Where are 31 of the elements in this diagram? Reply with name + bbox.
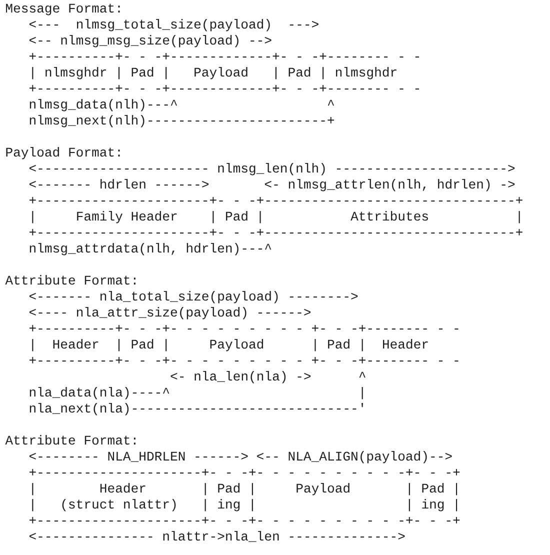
ascii-art-line: +---------------------+- - -+- - - - - - - - - -+- - -+ <box>29 516 460 524</box>
ascii-art-line: <------- nla_total_size(payload) --------> <box>29 291 358 304</box>
ascii-art-line: | Family Header | Pad | Attributes | <box>32 211 520 224</box>
ascii-art-line: <-- nlmsg_msg_size(payload) --> <box>29 35 272 48</box>
ascii-art-line: <---------------------- nlmsg_len(nlh) ----------------------> <box>29 163 515 176</box>
ascii-art-line: <-------- NLA_HDRLEN ------> <-- NLA_ALIGN(payload)--> <box>29 451 452 464</box>
ascii-art-line: nlmsg_next(nlh)-----------------------+ <box>30 115 334 128</box>
ascii-art-line: +----------+- - -+-------------+- - -+-------- - - <box>29 84 419 92</box>
ascii-art-line: | (struct nlattr) | ing | | ing | <box>32 499 458 512</box>
ascii-art-line: +----------------------+- - -+--------------------------------+ <box>29 196 522 204</box>
ascii-art-line: nla_next(nla)-----------------------------' <box>30 403 363 416</box>
ascii-art-line: +----------+- - -+- - - - - - - - - +- - -+-------- - - <box>29 324 458 332</box>
ascii-art-line: <--- nlmsg_total_size(payload) ---> <box>29 19 318 32</box>
ascii-art-line: +----------------------+- - -+--------------------------------+ <box>29 228 522 236</box>
ascii-art-line: <---- nla_attr_size(payload) ------> <box>29 307 311 320</box>
section-heading: Payload Format: <box>6 147 120 160</box>
ascii-art-line: <------- hdrlen ------> <- nlmsg_attrlen(nlh, hdrlen) -> <box>29 179 515 192</box>
ascii-art-line: <- nla_len(nla) -> ^ <box>170 371 366 384</box>
ascii-art-line: <--------------- nlattr->nla_len --------------> <box>29 531 405 542</box>
ascii-art-line: +----------+- - -+- - - - - - - - - +- - -+-------- - - <box>29 356 458 364</box>
ascii-art-line: | Header | Pad | Payload | Pad | <box>32 483 458 496</box>
section-heading: Message Format: <box>6 4 120 16</box>
ascii-art-line: | nlmsghdr | Pad | Payload | Pad | nlmsghdr <box>32 67 396 80</box>
ascii-art-line: +----------+- - -+-------------+- - -+-------- - - <box>29 52 419 60</box>
section-heading: Attribute Format: <box>5 435 136 445</box>
section-heading: Attribute Format: <box>5 275 136 285</box>
ascii-art-line: +---------------------+- - -+- - - - - - - - - -+- - -+ <box>29 468 460 476</box>
ascii-art-line: nlmsg_attrdata(nlh, hdrlen)---^ <box>30 243 272 256</box>
ascii-art-line: | Header | Pad | Payload | Pad | Header <box>32 339 428 352</box>
ascii-art-line: nla_data(nla)----^ | <box>30 387 363 400</box>
ascii-art-line: nlmsg_data(nlh)---^ ^ <box>30 99 334 112</box>
